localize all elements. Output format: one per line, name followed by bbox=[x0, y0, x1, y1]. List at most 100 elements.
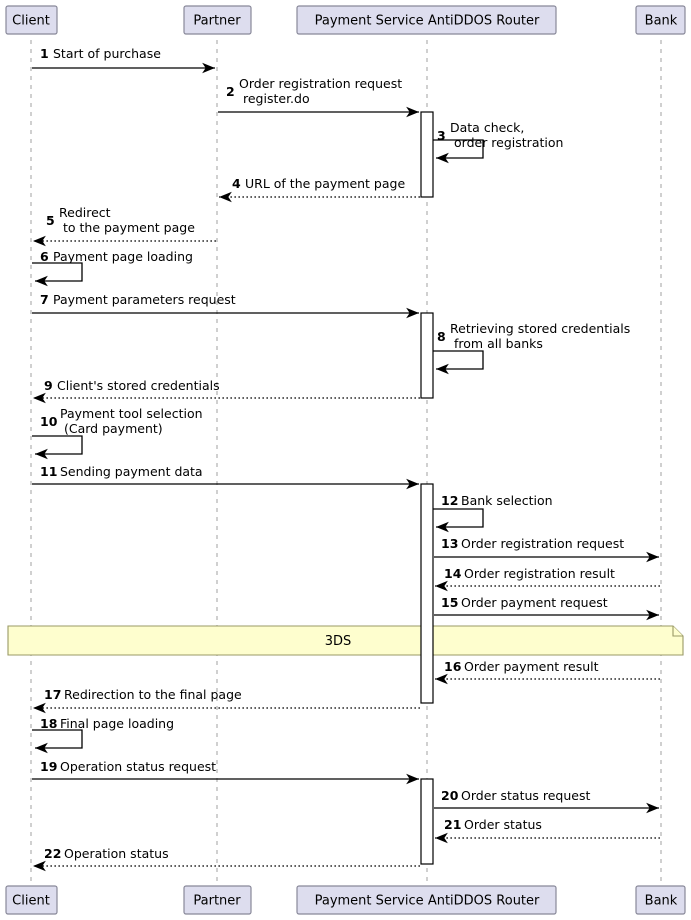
message-label-22: Operation status bbox=[64, 846, 169, 861]
message-label-12: Bank selection bbox=[461, 493, 553, 508]
activation-bar-router-1 bbox=[420, 111, 434, 198]
participant-box-router[interactable] bbox=[296, 885, 557, 915]
activation-bar-router-3 bbox=[420, 483, 434, 704]
message-number-15: 15 bbox=[441, 595, 458, 610]
message-number-17: 17 bbox=[44, 687, 61, 702]
participant-label-partner: Partner bbox=[193, 894, 241, 909]
activation-bar-router-4 bbox=[420, 778, 434, 865]
participant-label-bank: Bank bbox=[645, 14, 678, 29]
message-label-19: Operation status request bbox=[60, 759, 216, 774]
message-label-9: Client's stored credentials bbox=[57, 378, 220, 393]
message-label2-2: register.do bbox=[243, 91, 310, 106]
message-arrow-8 bbox=[433, 350, 484, 375]
message-number-8: 8 bbox=[437, 329, 446, 344]
message-label-4: URL of the payment page bbox=[245, 176, 405, 191]
message-label2-10: (Card payment) bbox=[64, 421, 163, 436]
message-number-18: 18 bbox=[40, 716, 57, 731]
message-9: 9 Client's stored credentials bbox=[33, 378, 420, 404]
message-label2-5: to the payment page bbox=[63, 220, 195, 235]
message-number-7: 7 bbox=[40, 292, 49, 307]
message-label-11: Sending payment data bbox=[60, 464, 203, 479]
participant-partner-top[interactable]: Partner bbox=[183, 5, 252, 35]
participant-partner-bottom[interactable]: Partner bbox=[183, 885, 252, 915]
message-number-10: 10 bbox=[40, 414, 58, 429]
message-label-7: Payment parameters request bbox=[53, 292, 236, 307]
activations-layer bbox=[420, 111, 434, 865]
divider-band-shape bbox=[7, 625, 684, 656]
message-label-13: Order registration request bbox=[461, 536, 624, 551]
participant-bank-bottom[interactable]: Bank bbox=[635, 885, 686, 915]
message-number-6: 6 bbox=[40, 249, 49, 264]
participant-box-bank[interactable] bbox=[635, 885, 686, 915]
message-arrow-10 bbox=[32, 435, 83, 460]
participant-label-router: Payment Service AntiDDOS Router bbox=[315, 14, 540, 29]
message-number-12: 12 bbox=[441, 493, 458, 508]
participant-box-partner[interactable] bbox=[183, 5, 252, 35]
participant-router-top[interactable]: Payment Service AntiDDOS Router bbox=[296, 5, 557, 35]
message-number-3: 3 bbox=[437, 128, 446, 143]
message-label-5: Redirect bbox=[59, 205, 111, 220]
message-label-21: Order status bbox=[464, 817, 542, 832]
message-7: 7 Payment parameters request bbox=[32, 292, 419, 319]
message-number-14: 14 bbox=[444, 566, 462, 581]
message-number-9: 9 bbox=[44, 378, 53, 393]
message-number-13: 13 bbox=[441, 536, 458, 551]
message-number-21: 21 bbox=[444, 817, 461, 832]
participant-label-client: Client bbox=[12, 894, 50, 909]
lifelines-layer bbox=[30, 40, 662, 886]
message-arrow-18 bbox=[32, 729, 83, 754]
message-label-2: Order registration request bbox=[239, 76, 402, 91]
message-6: 6 Payment page loading bbox=[32, 249, 193, 287]
participant-box-partner[interactable] bbox=[183, 885, 252, 915]
message-number-16: 16 bbox=[444, 659, 462, 674]
activation-bar-router-2 bbox=[420, 312, 434, 399]
message-label-15: Order payment request bbox=[461, 595, 608, 610]
message-number-2: 2 bbox=[226, 84, 235, 99]
participant-label-partner: Partner bbox=[193, 14, 241, 29]
message-arrow-3 bbox=[433, 139, 484, 164]
participant-client-bottom[interactable]: Client bbox=[5, 885, 58, 915]
message-4: 4 URL of the payment page bbox=[219, 176, 420, 203]
message-number-20: 20 bbox=[441, 788, 459, 803]
message-label-8: Retrieving stored credentials bbox=[450, 321, 630, 336]
divider-label: 3DS bbox=[325, 634, 352, 649]
message-label-10: Payment tool selection bbox=[60, 406, 203, 421]
message-label-18: Final page loading bbox=[60, 716, 174, 731]
message-number-4: 4 bbox=[232, 176, 241, 191]
message-label-16: Order payment result bbox=[464, 659, 599, 674]
message-label2-3: order registration bbox=[454, 135, 563, 150]
message-label-1: Start of purchase bbox=[53, 46, 161, 61]
participant-label-client: Client bbox=[12, 14, 50, 29]
message-label-6: Payment page loading bbox=[53, 249, 193, 264]
participant-label-bank: Bank bbox=[645, 894, 678, 909]
participant-client-top[interactable]: Client bbox=[5, 5, 58, 35]
message-arrow-6 bbox=[32, 262, 83, 287]
participant-box-client[interactable] bbox=[5, 5, 58, 35]
divider-3ds: 3DS bbox=[7, 625, 684, 656]
participant-bank-top[interactable]: Bank bbox=[635, 5, 686, 35]
participant-label-router: Payment Service AntiDDOS Router bbox=[315, 894, 540, 909]
participant-box-router[interactable] bbox=[296, 5, 557, 35]
participant-box-client[interactable] bbox=[5, 885, 58, 915]
participant-box-bank[interactable] bbox=[635, 5, 686, 35]
participant-router-bottom[interactable]: Payment Service AntiDDOS Router bbox=[296, 885, 557, 915]
